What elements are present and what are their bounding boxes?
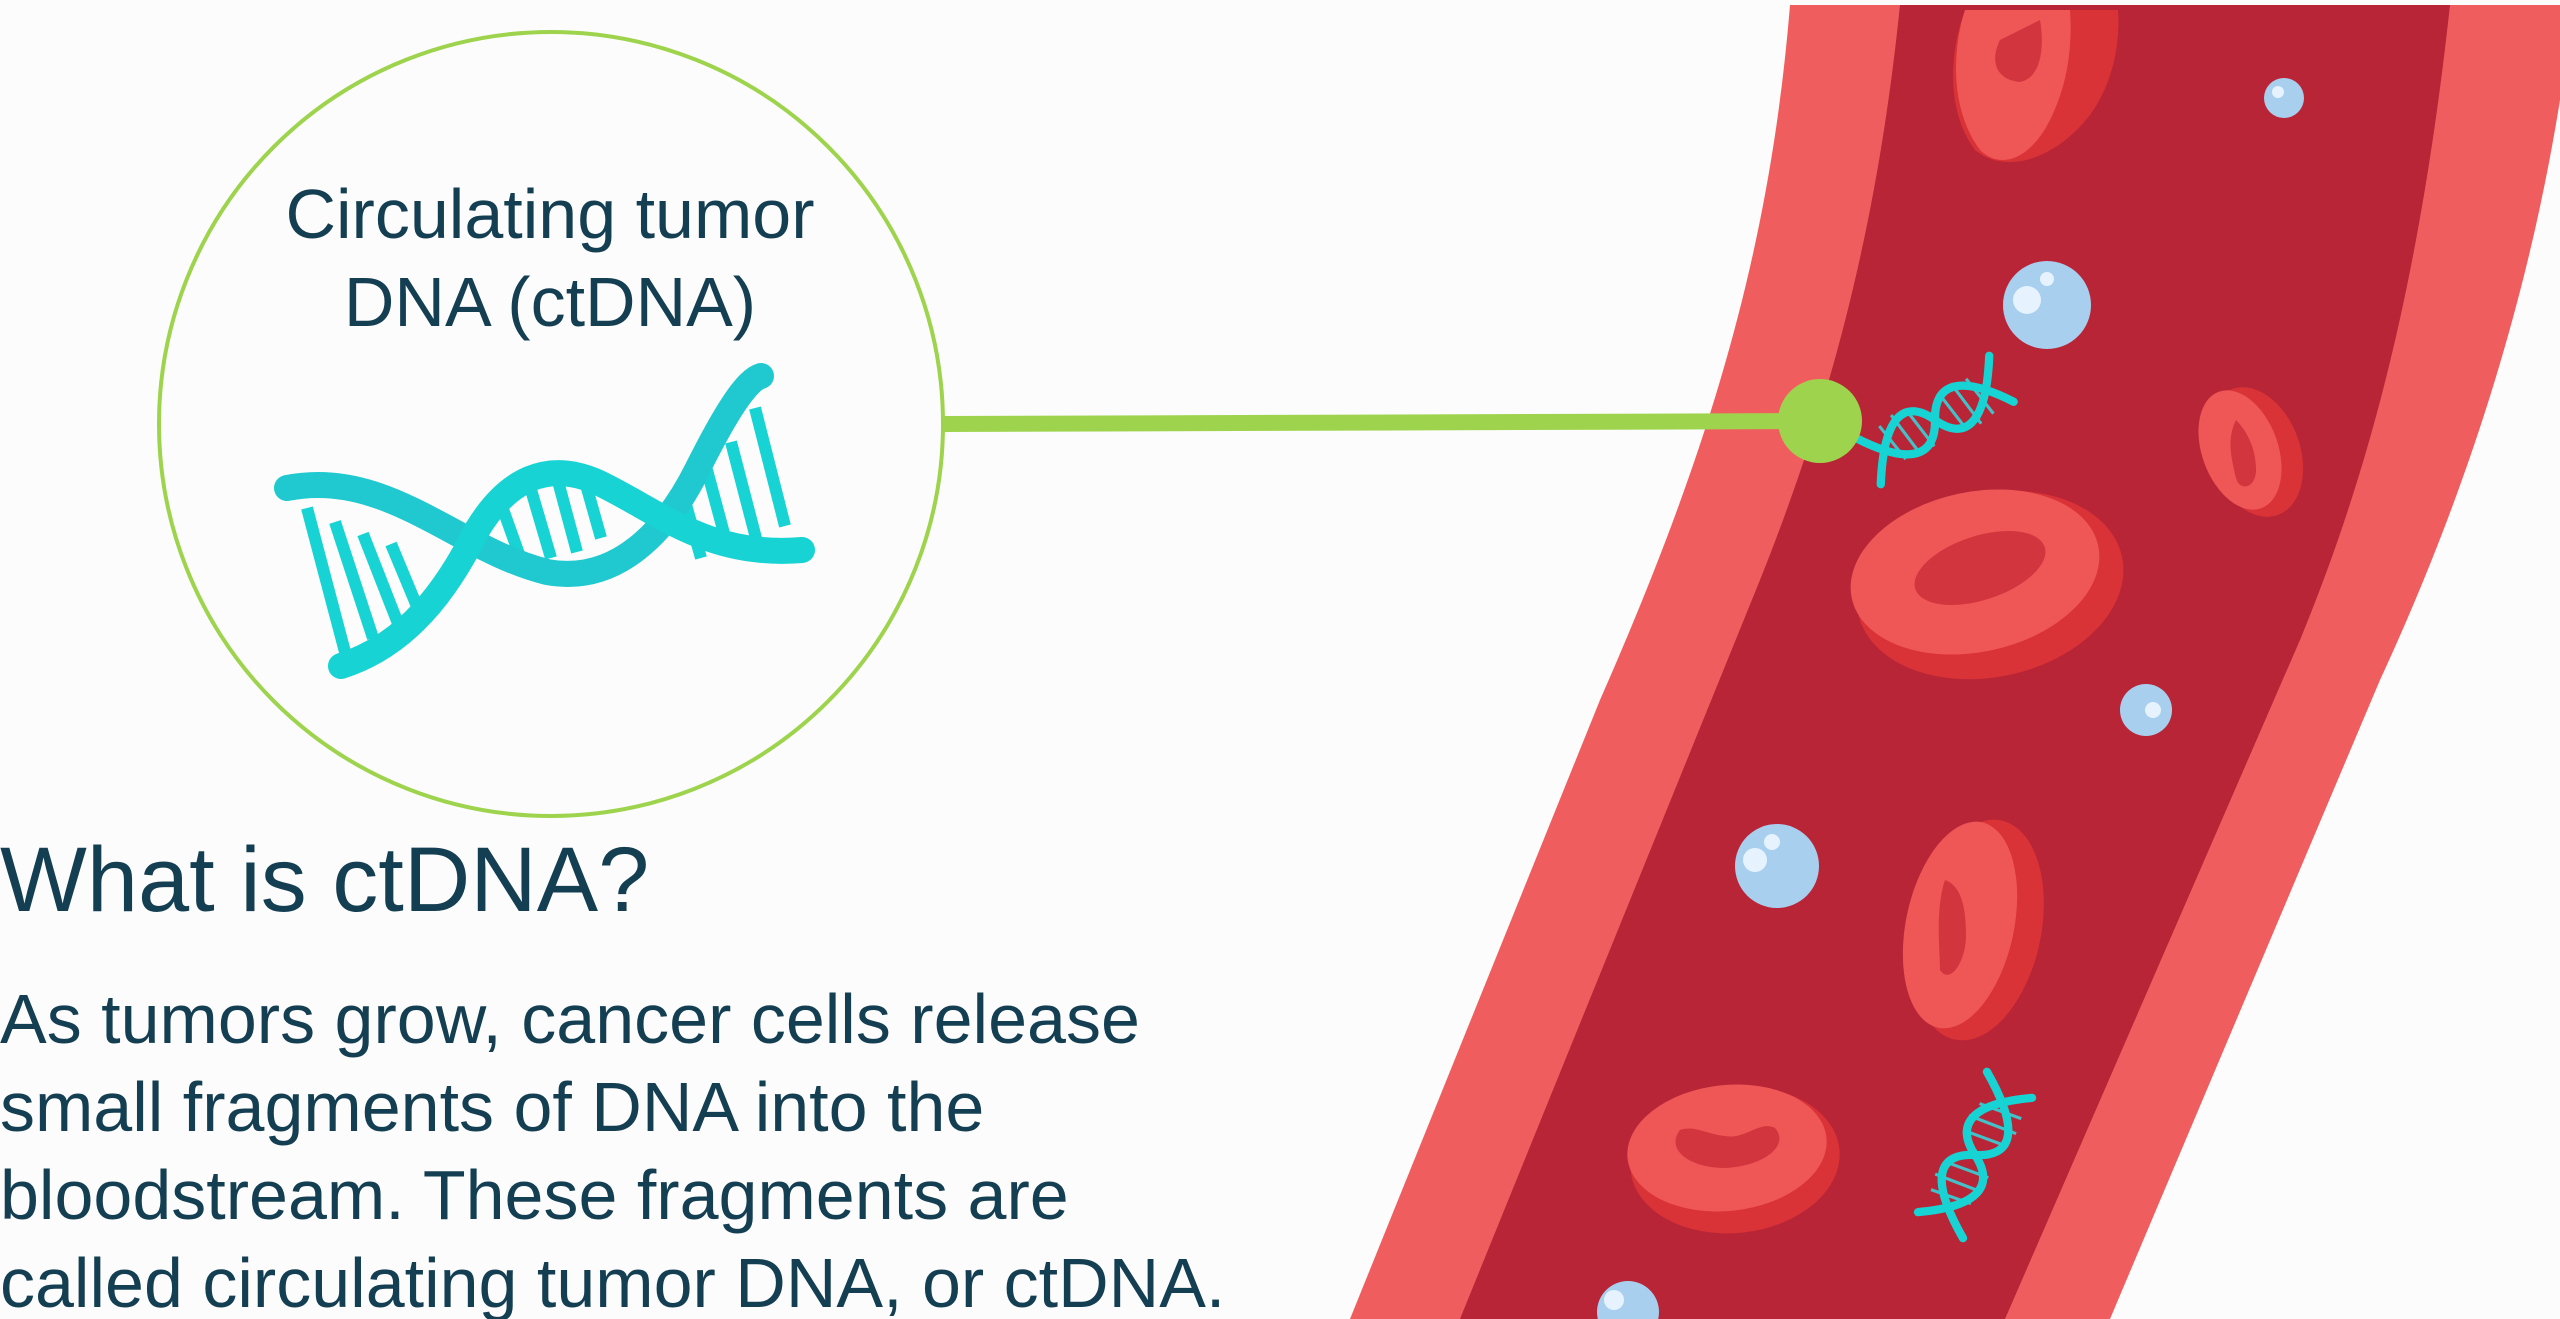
red-blood-cell-icon [1953, 10, 2119, 163]
white-cell-icon [2003, 261, 2091, 349]
description-paragraph: As tumors grow, cancer cells release sma… [0, 975, 1250, 1319]
red-blood-cell-icon [2198, 387, 2304, 517]
red-blood-cell-icon [1627, 1084, 1840, 1234]
callout-label: Circulating tumor DNA (ctDNA) [210, 170, 890, 346]
dna-icon [274, 363, 815, 679]
paragraph-line: small fragments of DNA into the [0, 1068, 985, 1146]
dna-icon [1913, 1067, 2037, 1243]
red-blood-cell-icon [1902, 819, 2044, 1041]
paragraph-line: bloodstream. These fragments are [0, 1156, 1069, 1234]
dna-icon [1852, 351, 2018, 489]
callout-label-line: DNA (ctDNA) [343, 263, 757, 341]
paragraph-line: As tumors grow, cancer cells release [0, 980, 1140, 1058]
red-blood-cells [1627, 10, 2304, 1234]
white-cell-icon [2264, 78, 2304, 118]
page-heading: What is ctDNA? [0, 829, 650, 931]
white-cell-icon [2120, 684, 2172, 736]
callout-connector-line [943, 413, 1821, 432]
callout-circle [157, 30, 945, 818]
callout-label-line: Circulating tumor [285, 175, 815, 253]
callout-anchor-dot [1778, 379, 1862, 463]
white-cell-icon [1597, 1281, 1659, 1319]
red-blood-cell-icon [1850, 489, 2124, 680]
white-cell-icon [1735, 824, 1819, 908]
paragraph-line: called circulating tumor DNA, or ctDNA. [0, 1244, 1226, 1319]
white-cells [1597, 78, 2304, 1319]
